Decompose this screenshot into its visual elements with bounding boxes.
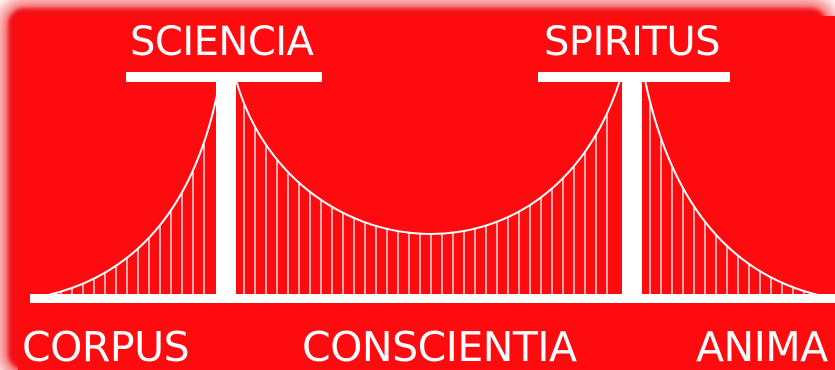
label-sciencia: SCIENCIA [130, 19, 314, 65]
tower-right [622, 78, 642, 298]
bridge-deck [30, 294, 835, 303]
tower-left [216, 78, 236, 298]
cable-middle [235, 79, 621, 235]
cable-left [33, 79, 221, 299]
label-anima: ANIMA [696, 323, 828, 370]
hanger-cables [60, 101, 805, 295]
label-conscientia: CONSCIENTIA [302, 323, 577, 370]
tower-left-crossbar [126, 72, 322, 82]
label-corpus: CORPUS [22, 323, 190, 370]
cable-right [644, 79, 833, 299]
tower-right-crossbar [538, 72, 730, 82]
label-spiritus: SPIRITUS [544, 19, 721, 65]
